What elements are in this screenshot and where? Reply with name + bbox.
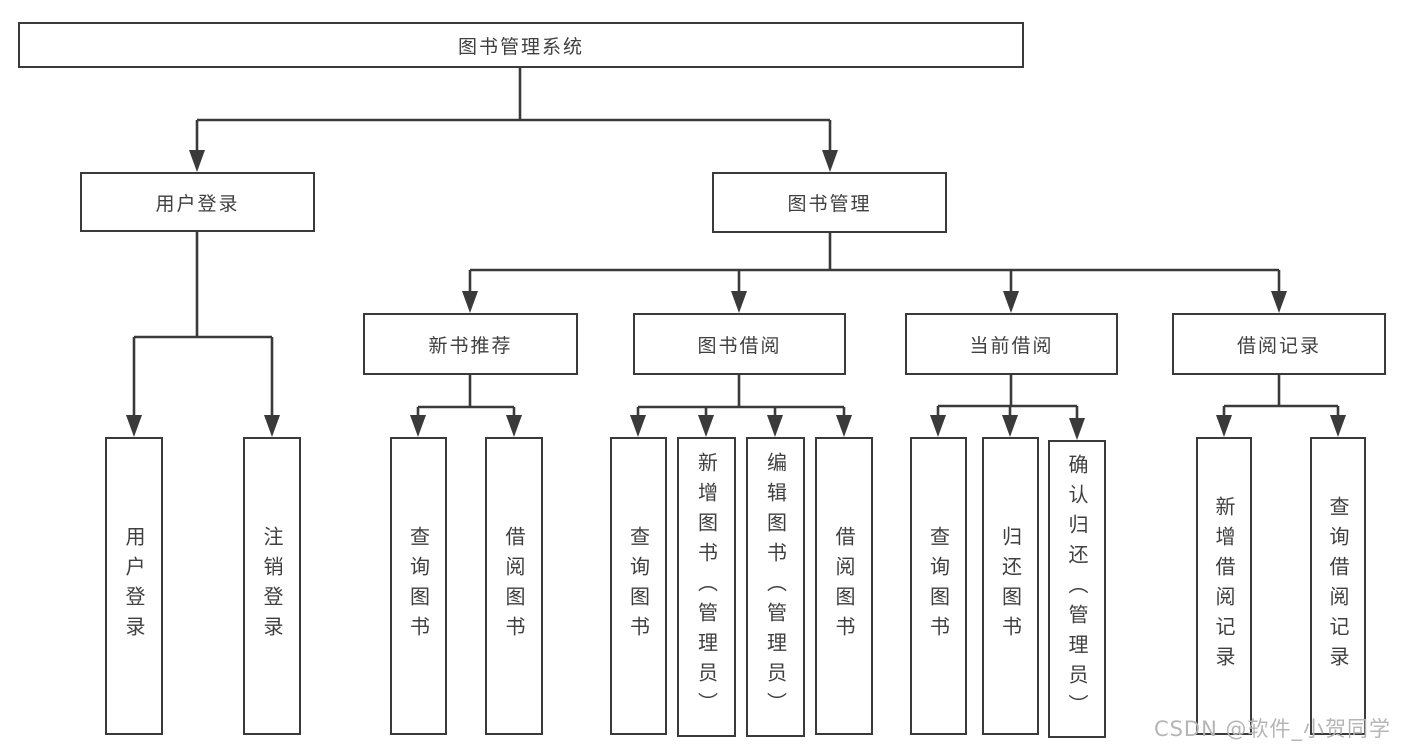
- node-label: 用户登录: [155, 192, 240, 215]
- leaf-logout: 注销登录: [243, 437, 301, 735]
- node-book-borrowing: 图书借阅: [633, 313, 846, 375]
- arrowhead-icons: [126, 150, 1346, 440]
- leaf-borrow-books: 借阅图书: [815, 437, 873, 735]
- node-label: 查询借阅记录: [1326, 496, 1350, 676]
- csdn-watermark: CSDN @软件_小贺同学: [1153, 717, 1391, 741]
- leaf-query-borrow-record: 查询借阅记录: [1310, 437, 1366, 735]
- node-label: 图书管理: [787, 193, 872, 215]
- node-label: 借阅图书: [832, 526, 856, 646]
- node-borrowing-records: 借阅记录: [1172, 313, 1386, 375]
- node-label: 用户登录: [122, 526, 146, 646]
- node-label: 借阅记录: [1236, 334, 1321, 357]
- node-new-book-recommendation: 新书推荐: [363, 313, 578, 375]
- node-label: 编辑图书（管理员）: [763, 452, 788, 722]
- node-label: 借阅图书: [502, 526, 526, 646]
- node-label: 归还图书: [998, 526, 1023, 646]
- node-label: 确认归还（管理员）: [1065, 454, 1089, 724]
- node-library-management-system: 图书管理系统: [18, 22, 1024, 68]
- node-label: 注销登录: [260, 526, 284, 646]
- node-label: 新增图书（管理员）: [694, 452, 719, 722]
- leaf-edit-book-admin: 编辑图书（管理员）: [746, 437, 805, 737]
- leaf-add-book-admin: 新增图书（管理员）: [677, 437, 736, 737]
- node-book-management: 图书管理: [712, 172, 947, 233]
- leaf-confirm-return-admin: 确认归还（管理员）: [1048, 440, 1106, 738]
- leaf-query-books-recommend: 查询图书: [390, 437, 447, 735]
- node-label: 图书借阅: [697, 334, 782, 357]
- node-current-borrowing: 当前借阅: [905, 313, 1118, 375]
- node-label: 查询图书: [926, 526, 951, 646]
- node-label: 查询图书: [626, 526, 651, 646]
- node-label: 新增借阅记录: [1212, 496, 1236, 676]
- node-label: 新书推荐: [428, 334, 513, 357]
- leaf-add-borrow-record: 新增借阅记录: [1196, 437, 1252, 735]
- leaf-query-books-current: 查询图书: [910, 437, 967, 735]
- node-user-login: 用户登录: [80, 172, 315, 232]
- node-label: 当前借阅: [969, 334, 1054, 357]
- leaf-user-login: 用户登录: [105, 437, 163, 735]
- leaf-borrow-books-recommend: 借阅图书: [485, 437, 543, 735]
- leaf-return-book: 归还图书: [982, 437, 1039, 735]
- node-label: 查询图书: [406, 526, 431, 646]
- node-label: 图书管理系统: [457, 35, 584, 58]
- leaf-query-books-borrow: 查询图书: [610, 437, 667, 735]
